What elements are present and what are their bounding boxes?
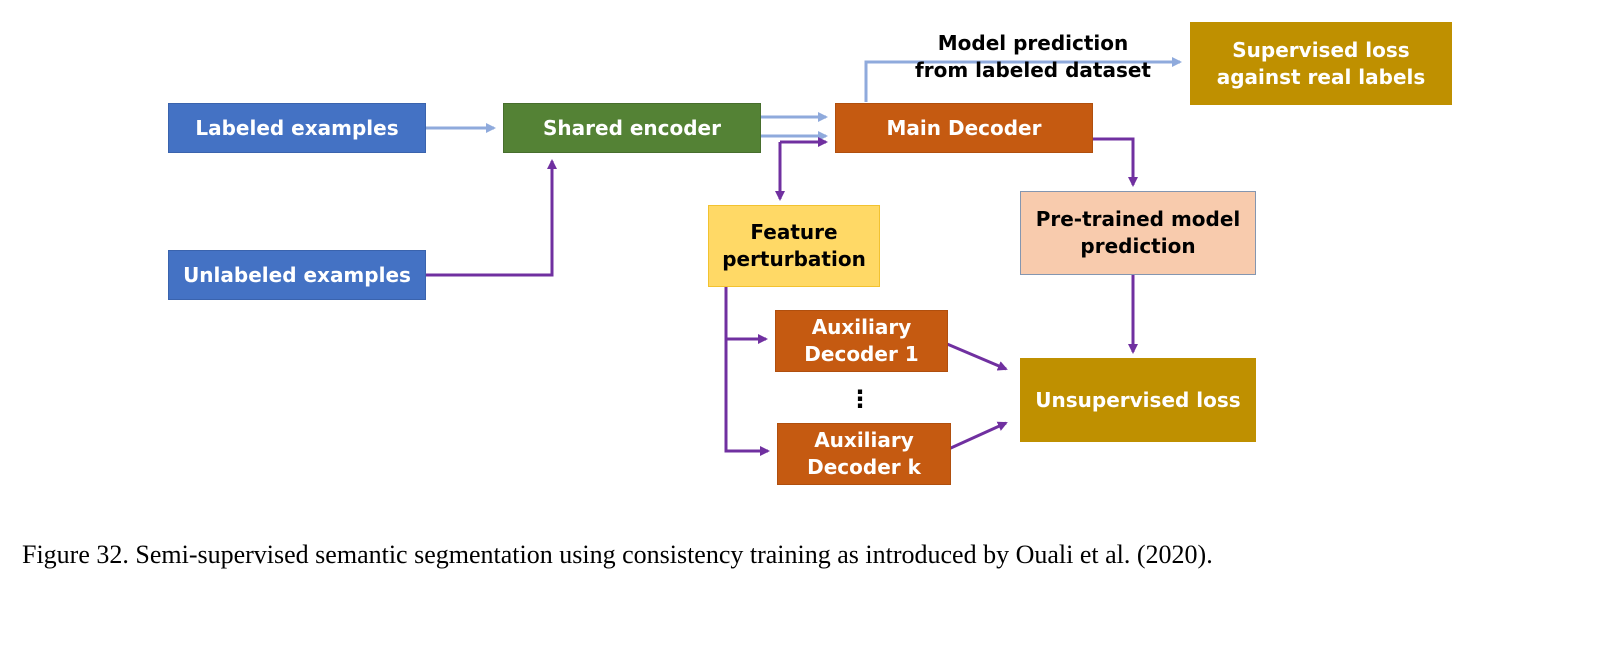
ellipsis-label: ⋮	[848, 385, 872, 413]
labeled-examples-node: Labeled examples	[168, 103, 426, 153]
main-decoder-node: Main Decoder	[835, 103, 1093, 153]
pretrained-prediction-node: Pre-trained model prediction	[1020, 191, 1256, 275]
supervised-loss-node: Supervised loss against real labels	[1190, 22, 1452, 105]
diagram: Model prediction from labeled dataset La…	[168, 22, 1452, 485]
figure-caption: Figure 32. Semi-supervised semantic segm…	[22, 540, 1213, 569]
edge-perturbation-to-aux-1	[724, 287, 768, 344]
auxiliary-decoder-1-node: Auxiliary Decoder 1	[775, 310, 948, 372]
edge-aux-k-to-unsupervised	[941, 421, 1008, 454]
edge-aux-1-to-unsupervised	[939, 339, 1008, 371]
edge-main-decoder-to-pretrained	[1088, 137, 1138, 187]
unsupervised-loss-node: Unsupervised loss	[1020, 358, 1256, 442]
edge-main-decoder-to-supervised-loss	[864, 57, 1182, 102]
edge-perturbation-to-aux-k	[724, 339, 770, 456]
edge-unlabeled-to-encoder	[426, 159, 557, 277]
shared-encoder-node: Shared encoder	[503, 103, 761, 153]
unlabeled-examples-node: Unlabeled examples	[168, 250, 426, 300]
auxiliary-decoder-k-node: Auxiliary Decoder k	[777, 423, 951, 485]
feature-perturbation-node: Feature perturbation	[708, 205, 880, 287]
model-prediction-label: Model prediction from labeled dataset	[915, 31, 1151, 82]
edges-layer	[426, 57, 1182, 456]
